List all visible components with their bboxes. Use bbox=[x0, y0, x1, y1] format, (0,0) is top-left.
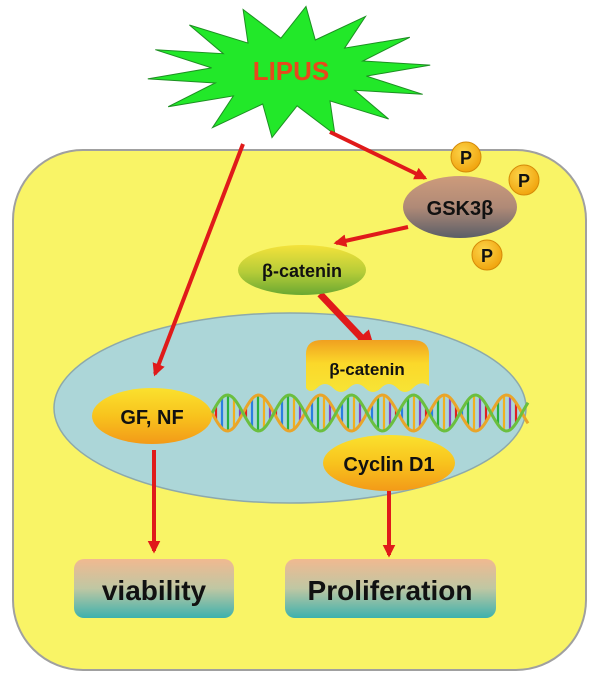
phosphate-label-1: P bbox=[460, 148, 472, 168]
beta-catenin-cytoplasm: β-catenin bbox=[238, 245, 366, 295]
phosphate-icon-1: P bbox=[450, 141, 482, 173]
gf-nf-label: GF, NF bbox=[120, 407, 183, 429]
proliferation-label: Proliferation bbox=[308, 575, 473, 606]
phosphate-icon-3: P bbox=[471, 239, 503, 271]
gsk3b-label: GSK3β bbox=[427, 198, 494, 220]
viability-box: viability bbox=[74, 559, 234, 618]
gsk3b-node: GSK3β bbox=[403, 176, 517, 238]
arrow-gsk3b-to-beta-catenin bbox=[333, 225, 409, 248]
cyclin-d1-label: Cyclin D1 bbox=[343, 454, 434, 476]
beta-catenin-nucleus-label: β-catenin bbox=[329, 360, 405, 379]
beta-catenin-cytoplasm-label: β-catenin bbox=[262, 261, 342, 281]
viability-label: viability bbox=[102, 575, 207, 606]
arrow-lipus-to-gf-nf bbox=[152, 143, 245, 377]
phosphate-label-3: P bbox=[481, 246, 493, 266]
cyclin-d1-node: Cyclin D1 bbox=[323, 435, 455, 491]
beta-catenin-nucleus: β-catenin bbox=[305, 340, 430, 392]
lipus-label: LIPUS bbox=[253, 56, 330, 86]
dna-helix-icon bbox=[210, 393, 530, 433]
arrow-lipus-to-gsk3b bbox=[329, 130, 428, 180]
proliferation-box: Proliferation bbox=[285, 559, 496, 618]
gf-nf-node: GF, NF bbox=[92, 388, 212, 444]
phosphate-label-2: P bbox=[518, 171, 530, 191]
phosphate-icon-2: P bbox=[508, 164, 540, 196]
lipus-starburst: LIPUS bbox=[147, 5, 431, 139]
